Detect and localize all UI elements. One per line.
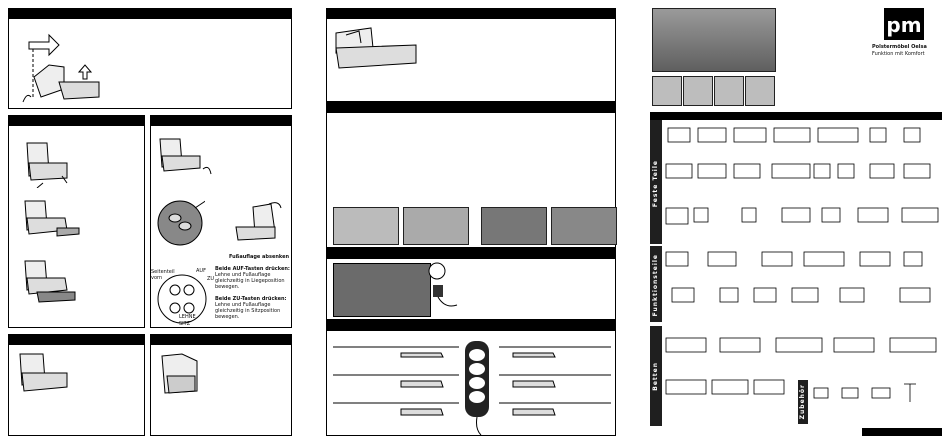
brand-tagline: Funktion mit Komfort (872, 51, 925, 57)
instruction-auf: Beide AUF-Tasten drücken: Lehne und Fußa… (215, 266, 291, 290)
legend-seitenteil: Seitenteil (151, 269, 175, 275)
recliner-illustration (235, 202, 282, 241)
panel-header-bar (9, 335, 144, 345)
panel-header-bar (151, 116, 291, 126)
catalog-footer-bar (862, 428, 942, 436)
category-strip-feste-teile: Feste Teile (650, 120, 662, 244)
power-supply-illustration (428, 262, 458, 307)
category-strip-funktionsteile: Funktionsteile (650, 246, 662, 322)
panel-header-bar (9, 9, 291, 19)
motor-photo (333, 263, 431, 317)
category-label-funktionsteile: Funktionsteile (652, 254, 659, 317)
panel-remote (326, 320, 616, 436)
category-strip-betten: Betten (650, 326, 662, 426)
chaise-illustration (335, 27, 417, 69)
instruction-auf-title: Beide AUF-Tasten drücken: (215, 266, 290, 272)
panel-header-bar (327, 9, 615, 19)
catalog-header-bar (650, 112, 942, 120)
svg-text:pm: pm (886, 13, 921, 37)
chair-step1-illustration (26, 142, 68, 188)
panel-motor (326, 248, 616, 320)
category-label-feste-teile: Feste Teile (652, 160, 659, 208)
panel-chaise (326, 8, 616, 102)
variant-thumb-3 (714, 76, 744, 106)
fusshebel-label: Fußauflage absenken (229, 254, 290, 260)
legend-vorn: vorn (151, 275, 163, 281)
correct-position-photo-2 (403, 207, 469, 245)
instruction-auf-text: Lehne und Fußauflage gleichzeitig in Lie… (215, 272, 285, 290)
category-label-betten: Betten (652, 362, 659, 391)
corner-seat-illustration (161, 353, 198, 394)
brand-name: Polstermöbel Oelsa (872, 44, 927, 50)
legend-lehne: LEHNE (179, 314, 196, 320)
remote-illustration (465, 341, 489, 435)
variant-thumb-2 (683, 76, 713, 106)
living-room-photo (652, 8, 776, 72)
legend-zu: ZU (207, 276, 215, 282)
panel-armrest (8, 334, 145, 436)
legend-auf: AUF (196, 268, 206, 274)
instruction-zu-text: Lehne und Fußauflage gleichzeitig in Sit… (215, 302, 281, 320)
category-strip-zubehoer: Zubehör (798, 380, 808, 424)
legend-sitz: SITZ (179, 321, 191, 327)
correct-position-photo-1 (333, 207, 399, 245)
chair-step2-illustration (24, 200, 80, 237)
variant-thumb-1 (652, 76, 682, 106)
brand-logo: pm (884, 8, 924, 40)
headrest-sofa-illustration (22, 33, 100, 103)
panel-header-bar (9, 116, 144, 126)
wrong-position-photo-2 (551, 207, 617, 245)
variant-thumb-4 (745, 76, 775, 106)
remote-function-lines (333, 346, 611, 416)
panel-headrest (8, 8, 292, 109)
panel-header-bar (327, 249, 615, 259)
panel-relax-manual (8, 115, 145, 328)
instruction-zu-title: Beide ZU-Tasten drücken: (215, 296, 287, 302)
electric-chair-illustration (159, 138, 212, 175)
instruction-zu: Beide ZU-Tasten drücken: Lehne und Fußau… (215, 296, 291, 320)
panel-header-bar (327, 321, 615, 331)
sofa-icon-grid (665, 127, 939, 402)
panel-relax-electric: Fußauflage absenken Seitenteil vorn AUF … (150, 115, 292, 328)
remote-button-diagram (157, 274, 207, 324)
lever-detail-circle (157, 200, 205, 246)
wrong-position-photo-1 (481, 207, 547, 245)
panel-header-bar (151, 335, 291, 345)
armrest-illustration (19, 353, 68, 392)
chair-step3-illustration (24, 260, 76, 303)
panel-header-bar (327, 103, 615, 113)
panel-corner (150, 334, 292, 436)
panel-positions (326, 102, 617, 248)
